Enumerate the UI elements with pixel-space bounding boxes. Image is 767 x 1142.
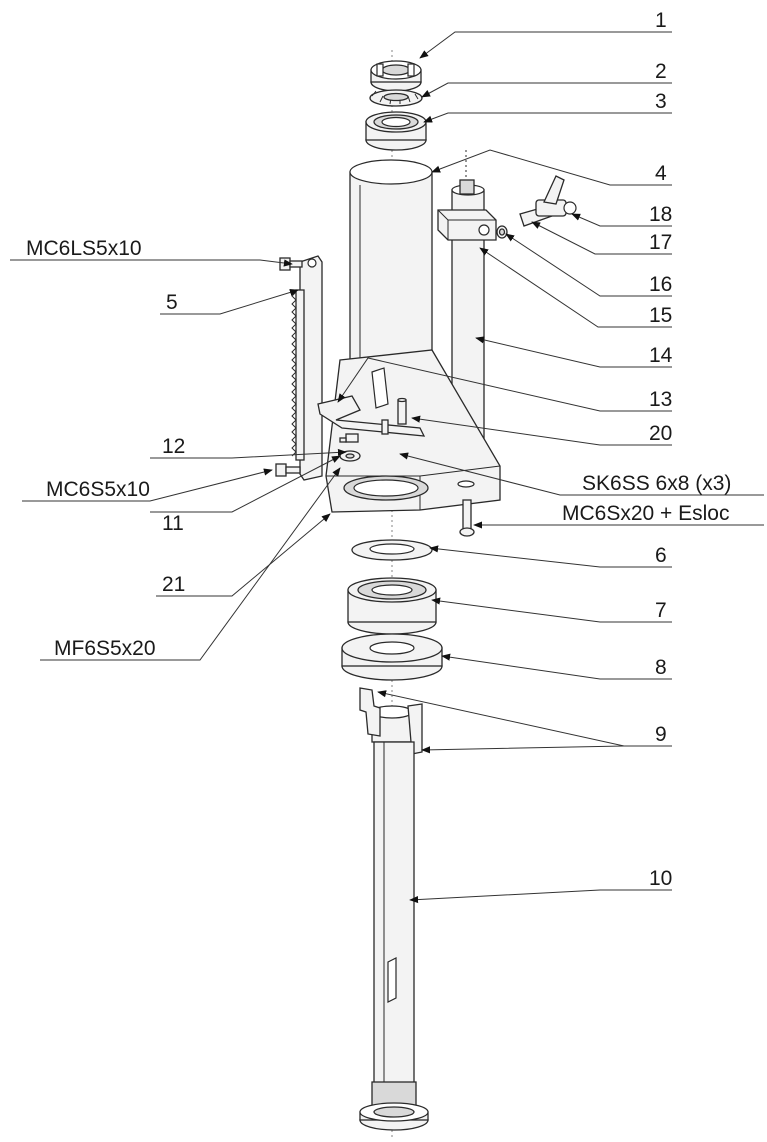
part-2-tab-washer (369, 89, 423, 107)
label-8: 8 (655, 656, 667, 679)
screw-mc6sx20 (459, 499, 475, 537)
part-13-lever (317, 395, 426, 437)
part-10-tube (359, 741, 429, 1131)
label-mf6s5x20: MF6S5x20 (54, 637, 156, 660)
label-9: 9 (655, 723, 667, 746)
label-1: 1 (655, 9, 667, 32)
label-3: 3 (655, 90, 667, 113)
part-3-top-bearing (365, 111, 427, 151)
label-13: 13 (649, 388, 672, 411)
part-1-locknut (370, 60, 422, 92)
part-18-knob (535, 175, 577, 217)
label-20: 20 (649, 422, 672, 445)
part-6-washer (351, 539, 433, 561)
part-15-bracket (437, 209, 497, 241)
label-18: 18 (649, 203, 672, 226)
label-4: 4 (655, 162, 667, 185)
label-12: 12 (162, 435, 185, 458)
part-5-rack (291, 255, 323, 481)
label-15: 15 (649, 304, 672, 327)
label-11: 11 (162, 512, 184, 535)
label-6: 6 (655, 544, 667, 567)
label-mc6s5x10: MC6S5x10 (46, 478, 150, 501)
part-12-screw (339, 433, 359, 443)
label-5: 5 (166, 291, 178, 314)
label-17: 17 (649, 231, 672, 254)
labels: 1 2 3 4 18 17 16 15 14 13 20 SK6SS 6x8 (… (26, 9, 731, 890)
label-16: 16 (649, 273, 672, 296)
part-9-lugs (359, 687, 423, 755)
part-16-spring (496, 225, 508, 239)
label-7: 7 (655, 599, 667, 622)
label-sk6ss: SK6SS 6x8 (x3) (582, 472, 731, 495)
label-10: 10 (649, 867, 672, 890)
screw-mc6s5x10 (275, 463, 301, 477)
part-20-pin (397, 397, 407, 425)
label-2: 2 (655, 60, 667, 83)
part-7-lower-bearing (347, 577, 437, 635)
label-14: 14 (649, 344, 673, 367)
label-mc6ls5x10: MC6LS5x10 (26, 237, 142, 260)
label-21: 21 (162, 573, 185, 596)
part-8-thrust-cup (341, 633, 443, 681)
part-21-threaded-ring (343, 475, 429, 501)
label-mc6sx20: MC6Sx20 + Esloc (562, 502, 730, 525)
leader-lines (10, 31, 764, 904)
